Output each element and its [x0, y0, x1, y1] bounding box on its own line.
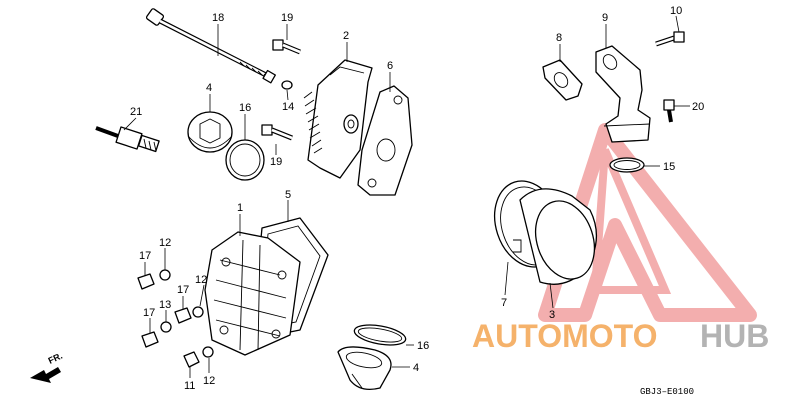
- callout-10: 10: [670, 5, 682, 17]
- part-17-nut-c: [141, 331, 159, 348]
- callout-4: 4: [413, 362, 419, 374]
- watermark-logo: [538, 123, 757, 322]
- callout-5: 5: [285, 189, 291, 201]
- callout-21: 21: [130, 106, 142, 118]
- part-2-fin-cover: [303, 59, 373, 179]
- part-3-housing: [513, 188, 598, 285]
- part-16-oring-upper: [225, 139, 265, 181]
- front-direction-indicator: FR.: [30, 351, 64, 383]
- callout-17: 17: [143, 307, 155, 319]
- watermark-text-automoto: AUTOMOTO: [472, 318, 657, 354]
- part-12-washer-b: [192, 306, 204, 318]
- part-16-oring-lower: [353, 324, 407, 346]
- callout-4: 4: [206, 82, 212, 94]
- part-1-head-cover: [204, 231, 301, 356]
- callout-3: 3: [549, 309, 555, 321]
- part-12-washer-c: [202, 346, 214, 358]
- callout-20: 20: [692, 101, 704, 113]
- callout-12: 12: [203, 375, 215, 387]
- direction-label: FR.: [47, 351, 64, 366]
- part-11-nut: [183, 351, 200, 368]
- part-4-cap-lower: [337, 346, 392, 391]
- part-17-nut-a: [137, 273, 155, 290]
- callout-19: 19: [281, 12, 293, 24]
- part-20-bolt: [663, 99, 675, 123]
- part-19-bolt-upper: [272, 39, 301, 55]
- callout-11: 11: [184, 380, 195, 392]
- callout-16: 16: [417, 340, 429, 352]
- part-14-washer: [281, 80, 293, 90]
- part-8-intake-gasket: [542, 59, 583, 101]
- callout-6: 6: [387, 60, 393, 72]
- part-19-bolt-lower: [261, 124, 293, 141]
- callout-12: 12: [159, 237, 171, 249]
- callout-15: 15: [663, 161, 675, 173]
- callout-17: 17: [177, 284, 189, 296]
- callout-2: 2: [343, 30, 349, 42]
- part-10-bolt: [655, 31, 685, 47]
- callout-1: 1: [237, 202, 243, 214]
- part-9-intake-pipe: [595, 45, 651, 143]
- callout-17: 17: [139, 250, 151, 262]
- callout-16: 16: [239, 102, 251, 114]
- part-17-nut-b: [174, 307, 192, 324]
- part-21-spark-plug: [95, 126, 160, 153]
- leader-lines: [123, 15, 690, 378]
- watermark-text: AUTOMOTO HUB: [472, 318, 769, 354]
- callout-labels: 18 19 2 6 14 4 16 21 19 1 5 17 12 17 12 …: [130, 5, 704, 392]
- part-12-washer-a: [159, 269, 171, 281]
- callout-9: 9: [602, 12, 608, 24]
- callout-8: 8: [556, 32, 562, 44]
- part-6-gasket: [357, 85, 413, 196]
- callout-14: 14: [282, 101, 294, 113]
- part-13-washer: [160, 321, 172, 333]
- part-18-stud-bolt: [145, 8, 276, 84]
- part-15-oring: [609, 157, 645, 173]
- callout-13: 13: [159, 299, 171, 311]
- callout-7: 7: [501, 297, 507, 309]
- callout-12: 12: [195, 274, 207, 286]
- part-4-cap-upper: [187, 111, 233, 153]
- callout-19: 19: [270, 156, 282, 168]
- diagram-code: GBJ3–E0100: [640, 387, 694, 397]
- callout-18: 18: [212, 12, 224, 24]
- watermark-text-hub: HUB: [700, 318, 769, 354]
